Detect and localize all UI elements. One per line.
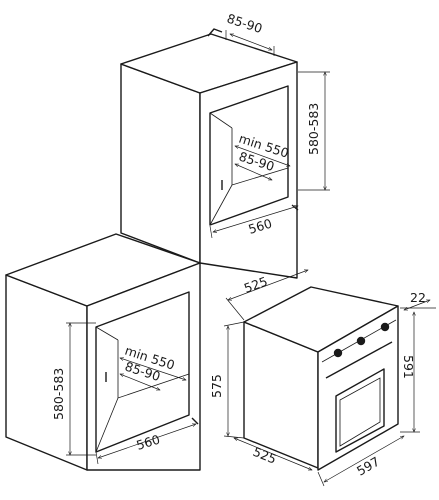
oven-front-protrusion-label: 22 bbox=[410, 290, 426, 305]
lower-cabinet bbox=[5, 233, 201, 471]
door-window bbox=[335, 368, 385, 453]
knob-icon bbox=[380, 322, 390, 332]
oven-top-depth-label: 525 bbox=[242, 274, 270, 296]
knob-icon bbox=[356, 336, 366, 346]
door-handle bbox=[325, 341, 393, 379]
oven-dimensions: 525 22 591 575 525 597 bbox=[209, 270, 436, 487]
oven bbox=[243, 286, 399, 471]
oven-front-height-label: 591 bbox=[401, 355, 416, 379]
lower-height-label: 580-583 bbox=[51, 368, 66, 420]
upper-height-label: 580-583 bbox=[306, 103, 321, 155]
upper-width-label: 560 bbox=[246, 216, 273, 237]
lower-width-label: 560 bbox=[134, 432, 161, 453]
knob-icon bbox=[333, 348, 343, 358]
oven-front-width-label: 597 bbox=[354, 454, 382, 479]
oven-body-height-label: 575 bbox=[209, 374, 224, 398]
upper-depth-label: 85-90 bbox=[225, 11, 264, 37]
